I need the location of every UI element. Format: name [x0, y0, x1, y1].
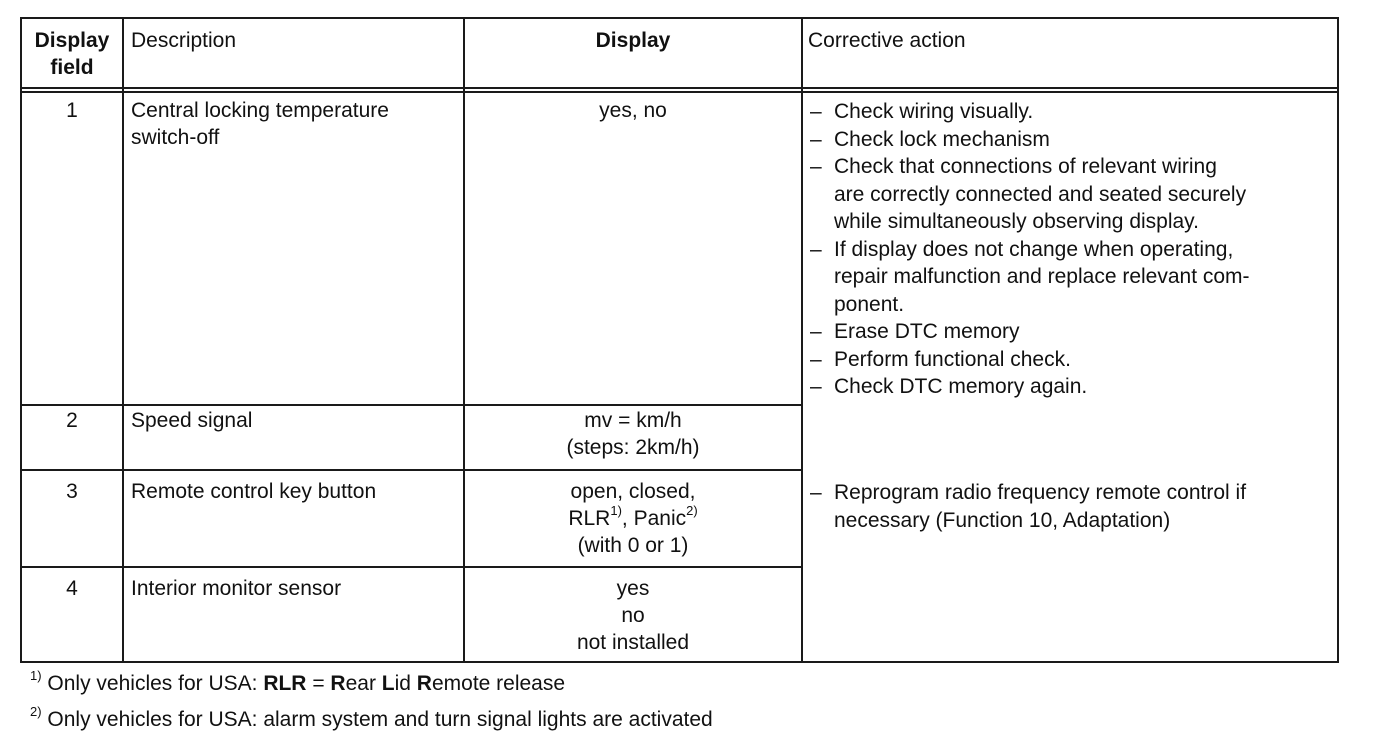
action-line: ponent. — [834, 292, 905, 316]
display-line: no — [621, 604, 645, 627]
action-line: Perform functional check. — [834, 347, 1071, 371]
header-rule — [20, 91, 1339, 93]
footnote-1: 1) Only vehicles for USA: RLR = Rear Lid… — [30, 668, 566, 697]
footnote-text: id — [394, 672, 417, 695]
header-description: Description — [131, 29, 237, 52]
action-item: –Check that connections of relevant wiri… — [808, 153, 1336, 236]
action-line: Check lock mechanism — [834, 127, 1050, 151]
action-item: –Perform functional check. — [808, 346, 1336, 374]
action-list: –Check wiring visually.–Check lock mecha… — [808, 98, 1336, 401]
row2-description: Speed signal — [131, 409, 253, 432]
row-divider — [20, 566, 803, 568]
footnote-ref: 2) — [686, 503, 698, 518]
row4-description: Interior monitor sensor — [131, 577, 342, 600]
row3-description: Remote control key button — [131, 480, 377, 503]
footnote-prefix: Only vehicles for USA: — [47, 672, 264, 695]
column-divider — [463, 17, 465, 663]
dash-bullet: – — [810, 237, 822, 261]
dash-bullet: – — [810, 375, 822, 398]
row1-field: 1 — [66, 99, 78, 122]
row3-field: 3 — [66, 480, 78, 503]
action-line: Erase DTC memory — [834, 320, 1020, 343]
display-line: RLR1), Panic2) — [465, 503, 801, 532]
action-line: Check DTC memory again. — [834, 375, 1088, 398]
dash-bullet: – — [810, 320, 822, 343]
dash-bullet: – — [810, 347, 822, 371]
footnote-2: 2) Only vehicles for USA: alarm system a… — [30, 704, 713, 733]
action-item: –Reprogram radio frequency remote contro… — [808, 479, 1336, 534]
action-line: If display does not change when operatin… — [834, 237, 1234, 261]
display-line: mv = km/h — [584, 409, 682, 432]
row3-display: open, closed, RLR1), Panic2) (with 0 or … — [465, 478, 801, 559]
row1-display: yes, no — [599, 99, 667, 122]
description-line: switch-off — [131, 126, 220, 149]
description-line: Central locking temperature — [131, 99, 389, 122]
action-line: repair malfunction and replace relevant … — [834, 265, 1250, 288]
action-line: Check wiring visually. — [834, 100, 1034, 123]
dash-bullet: – — [810, 155, 822, 178]
footnote-mark: 2) — [30, 704, 42, 719]
row4-display: yes no not installed — [465, 575, 801, 656]
header-field-line: field — [50, 56, 94, 79]
footnote-text: ear — [345, 672, 382, 695]
footnote-text: Only vehicles for USA: alarm system and … — [47, 708, 713, 731]
action-line: Check that connections of relevant wirin… — [834, 155, 1217, 178]
header-field-line: Display — [34, 29, 110, 52]
table-frame — [20, 17, 1339, 663]
corrective-actions-group2: –Reprogram radio frequency remote contro… — [808, 479, 1336, 534]
row2-display: mv = km/h (steps: 2km/h) — [465, 407, 801, 461]
footnote-mark: 1) — [30, 668, 42, 683]
footnote-initial: L — [381, 672, 395, 695]
header-display: Display — [595, 29, 671, 52]
display-line: open, closed, — [570, 480, 696, 503]
action-line: are correctly connected and seated secur… — [834, 182, 1247, 206]
action-item: –If display does not change when operati… — [808, 236, 1336, 319]
footnote-text: emote release — [431, 672, 566, 695]
action-list: –Reprogram radio frequency remote contro… — [808, 479, 1336, 534]
display-line: (with 0 or 1) — [577, 534, 689, 557]
row-divider — [20, 469, 803, 471]
action-item: –Check DTC memory again. — [808, 373, 1336, 401]
footnote-initial: R — [416, 672, 432, 695]
action-item: –Erase DTC memory — [808, 318, 1336, 346]
header-display-field: Display field — [22, 27, 122, 81]
action-line: Reprogram radio frequency remote control… — [834, 481, 1247, 504]
display-line: (steps: 2km/h) — [566, 436, 700, 459]
action-line: while simultaneously observing display. — [834, 210, 1199, 233]
display-line: yes — [616, 577, 650, 600]
rlr-text: RLR — [568, 507, 611, 530]
action-item: –Check lock mechanism — [808, 126, 1336, 154]
footnote-initial: R — [330, 672, 346, 695]
row1-description: Central locking temperature switch-off — [131, 97, 389, 151]
header-corrective-action: Corrective action — [808, 29, 966, 52]
footnote-abbrev: RLR — [263, 672, 307, 695]
action-item: –Check wiring visually. — [808, 98, 1336, 126]
dash-bullet: – — [810, 100, 822, 123]
panic-text: , Panic — [621, 507, 687, 530]
header-rule — [20, 87, 1339, 89]
diagnostic-table: Display field Description Display Correc… — [20, 17, 1339, 663]
corrective-actions-group1: –Check wiring visually.–Check lock mecha… — [808, 98, 1336, 401]
row2-field: 2 — [66, 409, 78, 432]
row-divider — [20, 404, 803, 406]
footnote-text: = — [306, 672, 331, 695]
column-divider — [801, 17, 803, 663]
footnote-ref: 1) — [610, 503, 622, 518]
dash-bullet: – — [810, 127, 822, 151]
display-line: not installed — [576, 631, 690, 654]
column-divider — [122, 17, 124, 663]
row4-field: 4 — [66, 577, 78, 600]
dash-bullet: – — [810, 481, 822, 504]
action-line: necessary (Function 10, Adaptation) — [834, 508, 1171, 532]
